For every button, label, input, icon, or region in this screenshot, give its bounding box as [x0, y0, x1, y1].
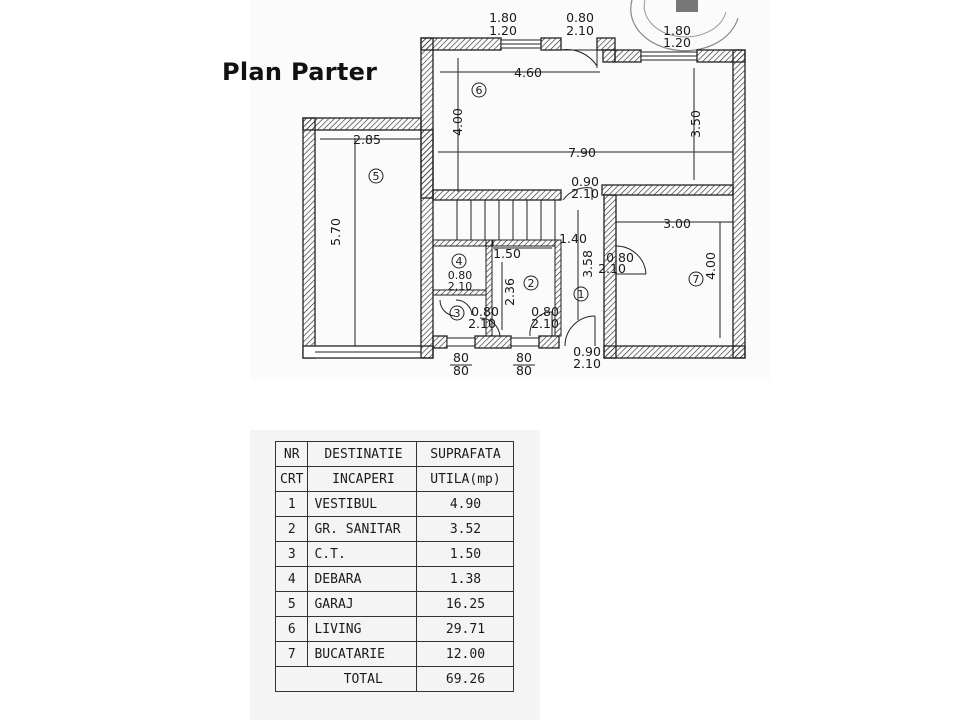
row-name: BUCATARIE — [307, 641, 418, 667]
plan-title: Plan Parter — [222, 58, 378, 86]
table-header-row: CRT INCAPERI UTILA(mp) — [274, 466, 515, 492]
row-nr: 4 — [274, 566, 309, 592]
row-nr: 2 — [274, 516, 309, 542]
row-name: VESTIBUL — [307, 491, 418, 517]
dim-bottom-window-2: 80 — [516, 350, 532, 365]
svg-text:4: 4 — [456, 255, 463, 268]
svg-text:2: 2 — [528, 277, 535, 290]
row-nr: 1 — [274, 491, 309, 517]
total-value: 69.26 — [416, 666, 515, 692]
table-row: 7 BUCATARIE 12.00 — [274, 641, 515, 667]
dim-top-window-2b: 1.20 — [663, 35, 691, 50]
room-marker-3: 3 — [449, 305, 465, 321]
table-header-row: NR DESTINATIE SUPRAFATA — [274, 441, 515, 467]
row-area: 29.71 — [416, 616, 515, 642]
dim-hall-height: 3.58 — [580, 250, 595, 278]
dim-living-right-height: 3.50 — [688, 110, 703, 138]
staircase — [456, 199, 556, 241]
dim-entry-door-b: 2.10 — [573, 356, 601, 371]
svg-text:7: 7 — [693, 273, 700, 286]
row-name: GARAJ — [307, 591, 418, 617]
row-name: DEBARA — [307, 566, 418, 592]
room-marker-4: 4 — [451, 253, 467, 269]
header-area: SUPRAFATA — [416, 441, 515, 467]
row-area: 4.90 — [416, 491, 515, 517]
dim-garage-height: 5.70 — [328, 218, 343, 246]
header-destination: DESTINATIE — [307, 441, 418, 467]
dim-kitchen-width: 3.00 — [663, 216, 691, 231]
header-rooms: INCAPERI — [307, 466, 418, 492]
room-marker-1: 1 — [573, 286, 589, 302]
row-nr: 6 — [274, 616, 309, 642]
stamp-seal — [630, 0, 739, 52]
room-marker-7: 7 — [688, 271, 704, 287]
dim-top-door: 0.80 — [566, 10, 594, 25]
dim-living-height: 4.00 — [450, 108, 465, 136]
dim-wc-door: 0.80 — [531, 304, 559, 319]
row-area: 16.25 — [416, 591, 515, 617]
dimension-lines — [320, 58, 733, 346]
dim-garage-width: 2.85 — [353, 132, 381, 147]
table-row: 3 C.T. 1.50 — [274, 541, 515, 567]
dim-wc-door-b: 2.10 — [531, 316, 559, 331]
dimension-labels: 1.80 1.20 0.80 2.10 1.80 1.20 4.60 4.00 … — [328, 10, 718, 378]
dim-bottom-window-1b: 80 — [453, 363, 469, 378]
row-nr: 7 — [274, 641, 309, 667]
row-name: LIVING — [307, 616, 418, 642]
row-name: GR. SANITAR — [307, 516, 418, 542]
dim-living-width: 4.60 — [514, 65, 542, 80]
dim-debara-door: 0.80 — [448, 269, 473, 282]
dim-entry-door: 0.90 — [573, 344, 601, 359]
dim-top-window-2: 1.80 — [663, 23, 691, 38]
dim-bottom-window-1: 80 — [453, 350, 469, 365]
dim-stair-width: 1.50 — [493, 246, 521, 261]
room-marker-2: 2 — [523, 275, 539, 291]
dim-kitchen-door: 0.80 — [606, 250, 634, 265]
dim-top-window-1b: 1.20 — [489, 23, 517, 38]
header-crt: CRT — [274, 466, 309, 492]
dim-bottom-window-2b: 80 — [516, 363, 532, 378]
dim-wc-height: 2.36 — [502, 278, 517, 306]
dim-top-door-b: 2.10 — [566, 23, 594, 38]
dim-door-living: 0.90 — [571, 174, 599, 189]
table-row: 2 GR. SANITAR 3.52 — [274, 516, 515, 542]
dim-hall-width: 1.40 — [559, 231, 587, 246]
svg-text:3: 3 — [454, 307, 461, 320]
dim-kitchen-door-b: 2.10 — [598, 261, 626, 276]
door-swings — [439, 49, 647, 347]
header-usable-area: UTILA(mp) — [416, 466, 515, 492]
dim-top-window-1: 1.80 — [489, 10, 517, 25]
svg-text:5: 5 — [373, 170, 380, 183]
room-marker-5: 5 — [368, 168, 384, 184]
dim-door-living-b: 2.10 — [571, 186, 599, 201]
dim-total-width: 7.90 — [568, 145, 596, 160]
dim-kitchen-height: 4.00 — [703, 252, 718, 280]
dim-ct-door-b: 2.10 — [468, 316, 496, 331]
table-row: 5 GARAJ 16.25 — [274, 591, 515, 617]
row-nr: 3 — [274, 541, 309, 567]
row-area: 1.50 — [416, 541, 515, 567]
table-row: 1 VESTIBUL 4.90 — [274, 491, 515, 517]
row-nr: 5 — [274, 591, 309, 617]
dim-debara-door-b: 2.10 — [448, 280, 473, 293]
svg-text:6: 6 — [476, 84, 483, 97]
room-marker-6: 6 — [471, 82, 487, 98]
total-label: TOTAL — [307, 666, 418, 692]
room-markers: 1 2 3 4 5 6 7 — [368, 82, 704, 321]
dim-ct-door: 0.80 — [471, 304, 499, 319]
row-name: C.T. — [307, 541, 418, 567]
table-row: 6 LIVING 29.71 — [274, 616, 515, 642]
row-area: 12.00 — [416, 641, 515, 667]
header-nr: NR — [274, 441, 309, 467]
total-empty-cell — [274, 666, 308, 692]
svg-text:1: 1 — [578, 288, 585, 301]
table-total-row: TOTAL 69.26 — [274, 666, 515, 692]
row-area: 1.38 — [416, 566, 515, 592]
room-areas-table: NR DESTINATIE SUPRAFATA CRT INCAPERI UTI… — [274, 441, 515, 692]
table-row: 4 DEBARA 1.38 — [274, 566, 515, 592]
walls — [302, 37, 746, 359]
row-area: 3.52 — [416, 516, 515, 542]
